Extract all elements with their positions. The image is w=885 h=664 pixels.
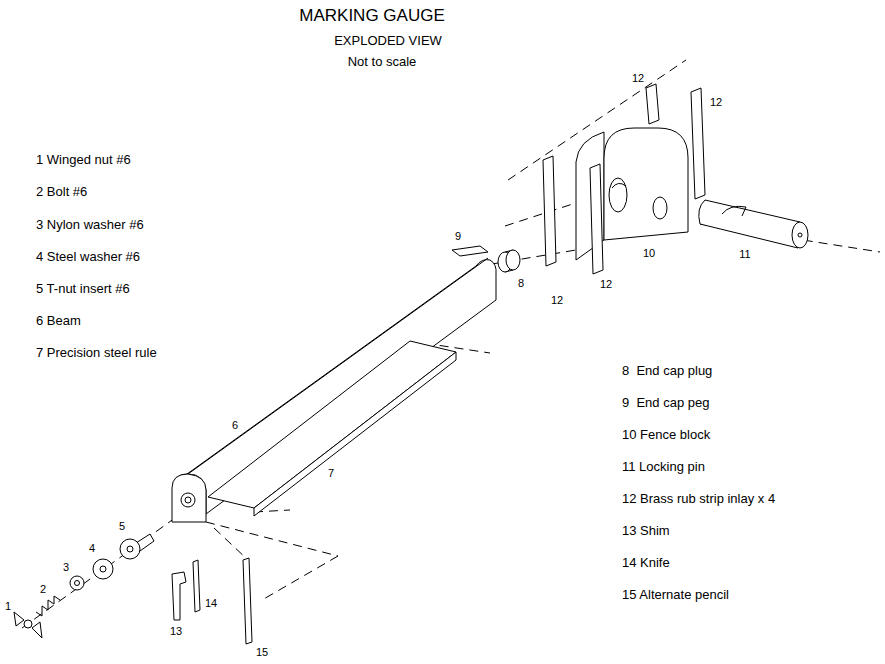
callout-number: 12 xyxy=(551,294,563,307)
winged-nut xyxy=(14,612,24,626)
callout-number: 15 xyxy=(256,646,268,659)
callout-number: 10 xyxy=(643,247,655,260)
steel-rule xyxy=(208,341,456,508)
callout-number: 13 xyxy=(170,625,182,638)
locking-pin xyxy=(699,200,800,248)
callout-number: 12 xyxy=(600,278,612,291)
callout-number: 14 xyxy=(205,597,217,610)
part-list-item: 2 Bolt #6 xyxy=(36,185,87,200)
axis-line xyxy=(214,528,248,560)
part-list-item: 10 Fence block xyxy=(622,428,710,443)
fence-block xyxy=(604,128,688,240)
callout-number: 1 xyxy=(5,600,11,613)
callout-number: 5 xyxy=(119,520,125,533)
brass-strip xyxy=(590,164,603,274)
pencil xyxy=(243,558,252,644)
callout-number: 11 xyxy=(739,248,750,261)
subtitle-note: EXPLODED VIEW xyxy=(334,34,442,49)
part-list-item: 12 Brass rub strip inlay x 4 xyxy=(622,492,775,507)
callout-number: 12 xyxy=(710,96,722,109)
part-list-item: 13 Shim xyxy=(622,524,670,539)
callout-number: 4 xyxy=(89,542,95,555)
part-list-item: 8 End cap plug xyxy=(622,364,712,379)
beam-end xyxy=(172,474,206,522)
bolt xyxy=(36,596,60,616)
part-list-item: 11 Locking pin xyxy=(622,460,705,475)
steel-washer xyxy=(100,566,106,572)
part-list-item: 14 Knife xyxy=(622,556,670,571)
locking-pin-notch xyxy=(722,206,746,216)
nylon-washer xyxy=(75,581,80,586)
fence-bore xyxy=(612,183,626,188)
brass-strip xyxy=(646,84,659,124)
callout-number: 6 xyxy=(232,419,238,432)
axis-line xyxy=(262,556,338,600)
part-list-item: 5 T-nut insert #6 xyxy=(36,282,130,297)
part-list-item: 9 End cap peg xyxy=(622,396,709,411)
part-list-item: 4 Steel washer #6 xyxy=(36,250,140,265)
callout-number: 12 xyxy=(632,72,644,85)
part-list-item: 3 Nylon washer #6 xyxy=(36,218,144,233)
locking-pin-end xyxy=(798,233,802,237)
winged-nut xyxy=(32,622,42,638)
part-list-item: 1 Winged nut #6 xyxy=(36,153,131,168)
end-cap-peg xyxy=(452,246,488,256)
callout-number: 8 xyxy=(518,277,524,290)
fence-hole xyxy=(653,197,667,219)
part-list-item: 15 Alternate pencil xyxy=(622,588,729,603)
fence-bore xyxy=(609,178,627,212)
steel-washer xyxy=(93,559,113,579)
t-nut xyxy=(127,546,133,552)
end-cap-plug xyxy=(506,250,520,270)
callout-number: 2 xyxy=(40,583,46,596)
shim xyxy=(172,572,186,620)
nylon-washer xyxy=(70,576,84,590)
knife xyxy=(193,560,200,612)
callout-number: 9 xyxy=(455,230,461,243)
winged-nut xyxy=(24,620,32,628)
t-nut xyxy=(120,539,140,559)
brass-strip xyxy=(543,156,556,266)
part-list-item: 6 Beam xyxy=(36,314,81,329)
axis-lines xyxy=(22,60,880,628)
part-list-item: 7 Precision steel rule xyxy=(36,346,157,361)
beam-hole xyxy=(181,493,195,507)
subtitle-note: Not to scale xyxy=(348,55,417,70)
beam xyxy=(176,260,496,514)
callout-number: 7 xyxy=(328,467,334,480)
locking-pin-end xyxy=(792,222,808,248)
callout-number: 3 xyxy=(63,561,69,574)
steel-rule-lip xyxy=(254,352,456,516)
beam-hole xyxy=(185,497,191,503)
title: MARKING GAUGE xyxy=(299,6,444,26)
brass-strip xyxy=(691,88,705,199)
